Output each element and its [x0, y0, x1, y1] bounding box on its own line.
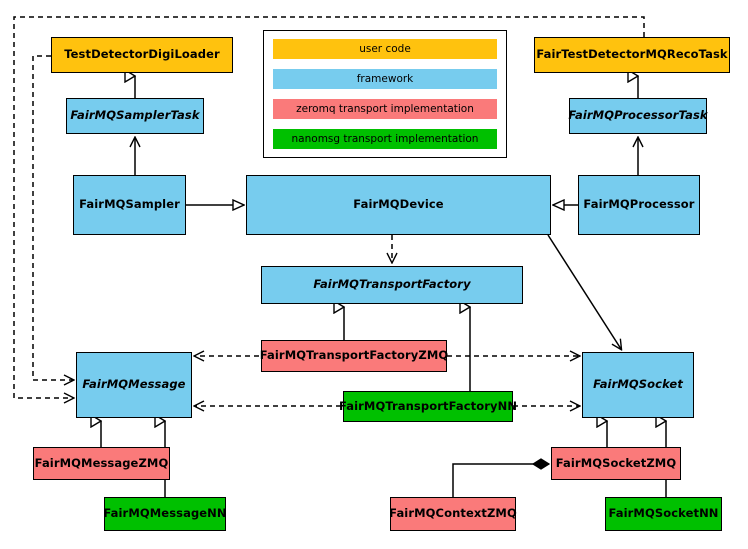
- legend-item-user-code: user code: [273, 39, 497, 59]
- class-node-FairMQDevice[interactable]: FairMQDevice: [246, 175, 551, 235]
- legend-box: user code framework zeromq transport imp…: [263, 30, 507, 158]
- class-node-FairMQSocketZMQ[interactable]: FairMQSocketZMQ: [551, 447, 681, 480]
- legend-item-framework: framework: [273, 69, 497, 89]
- class-node-label: FairMQContextZMQ: [389, 506, 517, 521]
- class-node-TestDetectorDigiLoader[interactable]: TestDetectorDigiLoader: [51, 37, 233, 73]
- class-node-FairMQTransportFactory[interactable]: FairMQTransportFactory: [261, 266, 523, 304]
- class-node-label: FairMQMessageNN: [103, 506, 227, 521]
- class-node-label: FairMQProcessorTask: [568, 108, 708, 123]
- class-node-FairMQMessageNN[interactable]: FairMQMessageNN: [103, 497, 227, 531]
- legend-item-zeromq: zeromq transport implementation: [273, 99, 497, 119]
- class-node-label: FairMQTransportFactoryZMQ: [259, 348, 449, 363]
- class-node-FairMQContextZMQ[interactable]: FairMQContextZMQ: [389, 497, 517, 531]
- class-node-label: FairMQMessageZMQ: [34, 455, 169, 470]
- class-node-label: FairMQSocketNN: [608, 506, 719, 521]
- class-node-label: TestDetectorDigiLoader: [64, 47, 220, 62]
- class-node-FairTestDetectorMQRecoTask[interactable]: FairTestDetectorMQRecoTask: [534, 37, 730, 73]
- class-node-FairMQMessageZMQ[interactable]: FairMQMessageZMQ: [33, 447, 170, 480]
- class-node-label: FairMQTransportFactoryNN: [338, 398, 518, 413]
- class-node-FairMQTransportFactoryNN[interactable]: FairMQTransportFactoryNN: [339, 391, 517, 422]
- class-node-label: FairMQMessage: [82, 377, 186, 392]
- legend-item-nanomsg: nanomsg transport implementation: [273, 129, 497, 149]
- class-node-FairMQSocketNN[interactable]: FairMQSocketNN: [605, 497, 722, 531]
- class-node-label: FairMQSocketZMQ: [555, 455, 677, 470]
- class-node-FairMQSamplerTask[interactable]: FairMQSamplerTask: [66, 98, 204, 134]
- class-node-label: FairTestDetectorMQRecoTask: [536, 47, 728, 62]
- legend-label-user-code: user code: [359, 43, 411, 55]
- class-node-FairMQProcessorTask[interactable]: FairMQProcessorTask: [568, 98, 708, 134]
- class-node-label: FairMQSocket: [593, 377, 683, 392]
- class-node-label: FairMQProcessor: [583, 197, 695, 212]
- class-node-label: FairMQSamplerTask: [70, 108, 200, 123]
- class-node-label: FairMQDevice: [353, 197, 444, 212]
- class-node-FairMQProcessor[interactable]: FairMQProcessor: [578, 175, 700, 235]
- class-node-FairMQSocket[interactable]: FairMQSocket: [582, 352, 694, 418]
- class-node-FairMQMessage[interactable]: FairMQMessage: [76, 352, 192, 418]
- legend-label-nanomsg: nanomsg transport implementation: [291, 133, 479, 145]
- legend-label-zeromq: zeromq transport implementation: [296, 103, 474, 115]
- legend-label-framework: framework: [356, 73, 414, 85]
- class-node-label: FairMQTransportFactory: [313, 277, 471, 292]
- class-node-label: FairMQSampler: [79, 197, 180, 212]
- class-node-FairMQTransportFactoryZMQ[interactable]: FairMQTransportFactoryZMQ: [259, 340, 449, 372]
- class-node-FairMQSampler[interactable]: FairMQSampler: [73, 175, 186, 235]
